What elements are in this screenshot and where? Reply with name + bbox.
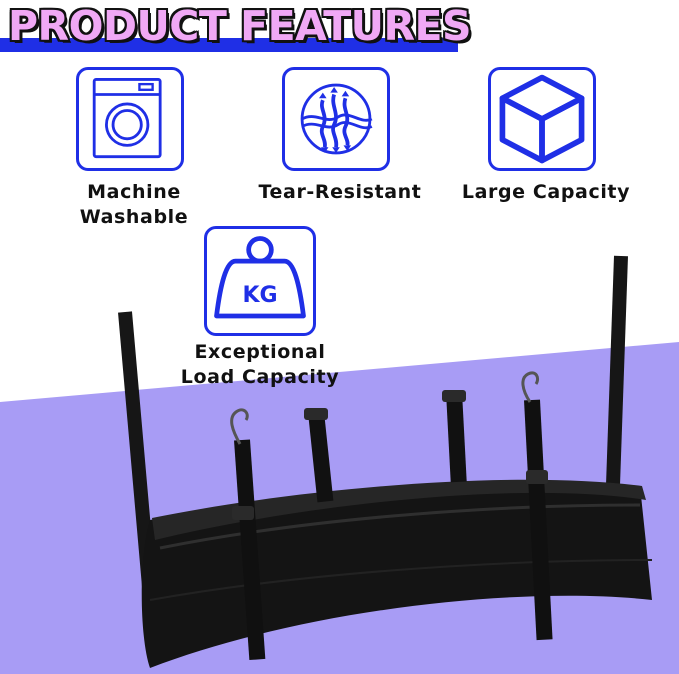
feature-label-washable: Washable	[79, 206, 189, 228]
buckle-right	[442, 390, 466, 402]
feature-label-load-capacity: Load Capacity	[180, 366, 340, 388]
strap-buckle-right	[526, 470, 548, 484]
feature-tear-resistant	[282, 67, 390, 171]
bag-lower-seam	[149, 559, 653, 601]
right-strap	[605, 255, 628, 507]
tear-resistant-icon	[300, 83, 373, 155]
hook-strap-left	[234, 439, 266, 661]
washing-machine-icon	[92, 78, 162, 159]
buckle-left	[304, 408, 328, 420]
feature-label-exceptional: Exceptional	[194, 341, 326, 363]
cube-icon	[499, 74, 585, 164]
feature-label-tear-resistant: Tear-Resistant	[258, 181, 422, 203]
strap-inner-right	[446, 391, 467, 483]
feature-large-capacity	[488, 67, 596, 171]
kg-text: KG	[242, 283, 278, 308]
strap-inner-left	[308, 411, 334, 503]
strap-buckle-left	[232, 506, 254, 520]
bag-pocket-seam	[159, 503, 641, 550]
feature-label-large-capacity: Large Capacity	[461, 181, 631, 203]
s-hook-right	[521, 371, 540, 403]
page-title: PRODUCT FEATURES	[8, 2, 472, 50]
bag-body	[141, 481, 652, 668]
feature-machine-washable	[76, 67, 184, 171]
feature-label-machine: Machine	[87, 181, 181, 203]
s-hook-left	[230, 408, 249, 445]
feature-load-capacity: KG	[204, 226, 316, 336]
kg-weight-icon	[214, 236, 306, 319]
title-underline-bar	[0, 38, 458, 52]
hook-strap-right	[524, 399, 553, 641]
